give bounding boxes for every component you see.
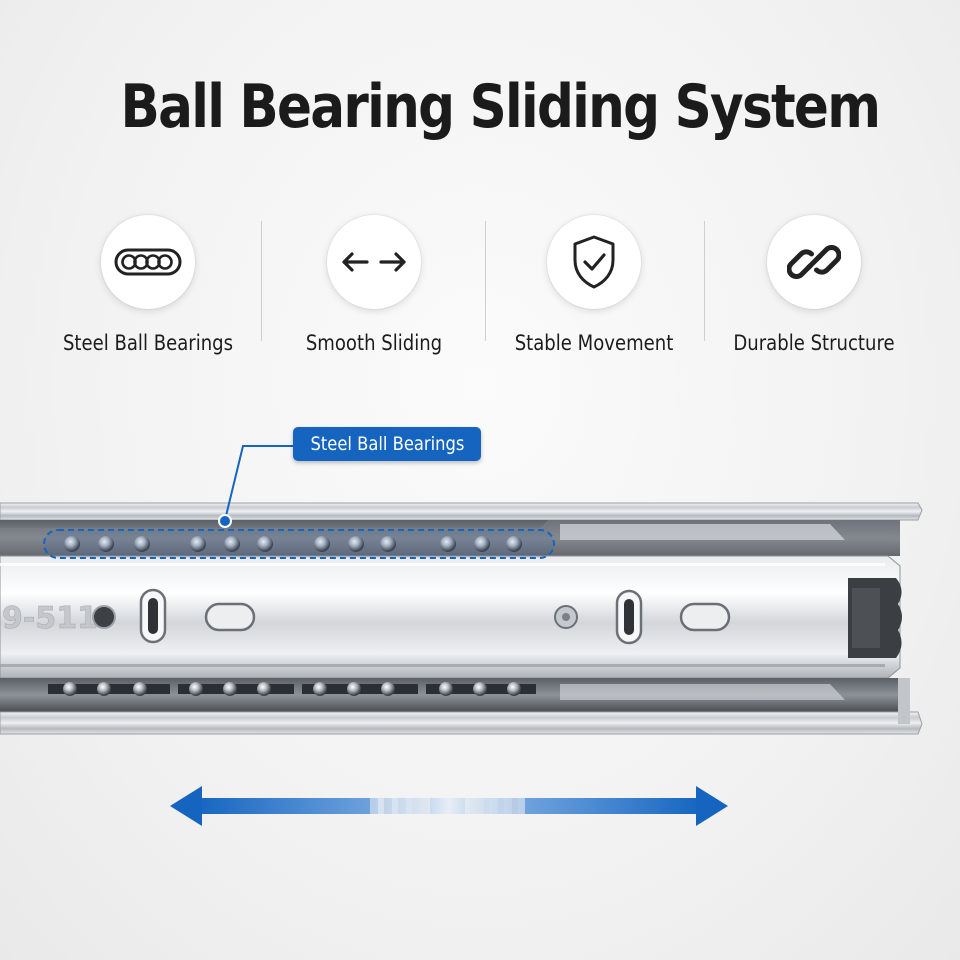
steel-ball-bearings-callout: Steel Ball Bearings bbox=[293, 427, 481, 461]
feature-label: Durable Structure bbox=[733, 331, 895, 355]
feature-label: Steel Ball Bearings bbox=[62, 331, 234, 355]
feature-steel-ball-bearings: Steel Ball Bearings bbox=[38, 215, 258, 355]
page-title: Ball Bearing Sliding System bbox=[120, 72, 881, 142]
svg-text:9-511: 9-511 bbox=[2, 601, 98, 636]
chain-link-icon bbox=[767, 215, 861, 309]
upper-ball-bearings bbox=[64, 536, 522, 552]
bearing-highlight bbox=[43, 529, 555, 559]
lower-ball-bearings bbox=[48, 682, 536, 696]
ball-bearings-icon bbox=[101, 215, 195, 309]
divider bbox=[485, 221, 486, 341]
feature-smooth-sliding: Smooth Sliding bbox=[264, 215, 484, 355]
callout-label: Steel Ball Bearings bbox=[310, 433, 464, 455]
feature-row: Steel Ball Bearings Smooth Sliding Stabl… bbox=[0, 215, 960, 355]
feature-label: Stable Movement bbox=[514, 331, 674, 355]
shield-check-icon bbox=[547, 215, 641, 309]
callout-leader-line bbox=[224, 445, 293, 521]
feature-stable-movement: Stable Movement bbox=[484, 215, 704, 355]
double-arrow-icon bbox=[327, 215, 421, 309]
feature-label: Smooth Sliding bbox=[305, 331, 443, 355]
callout-dot bbox=[218, 514, 232, 528]
divider bbox=[261, 221, 262, 341]
divider bbox=[704, 221, 705, 341]
feature-durable-structure: Durable Structure bbox=[704, 215, 924, 355]
sliding-direction-arrow bbox=[170, 786, 728, 826]
